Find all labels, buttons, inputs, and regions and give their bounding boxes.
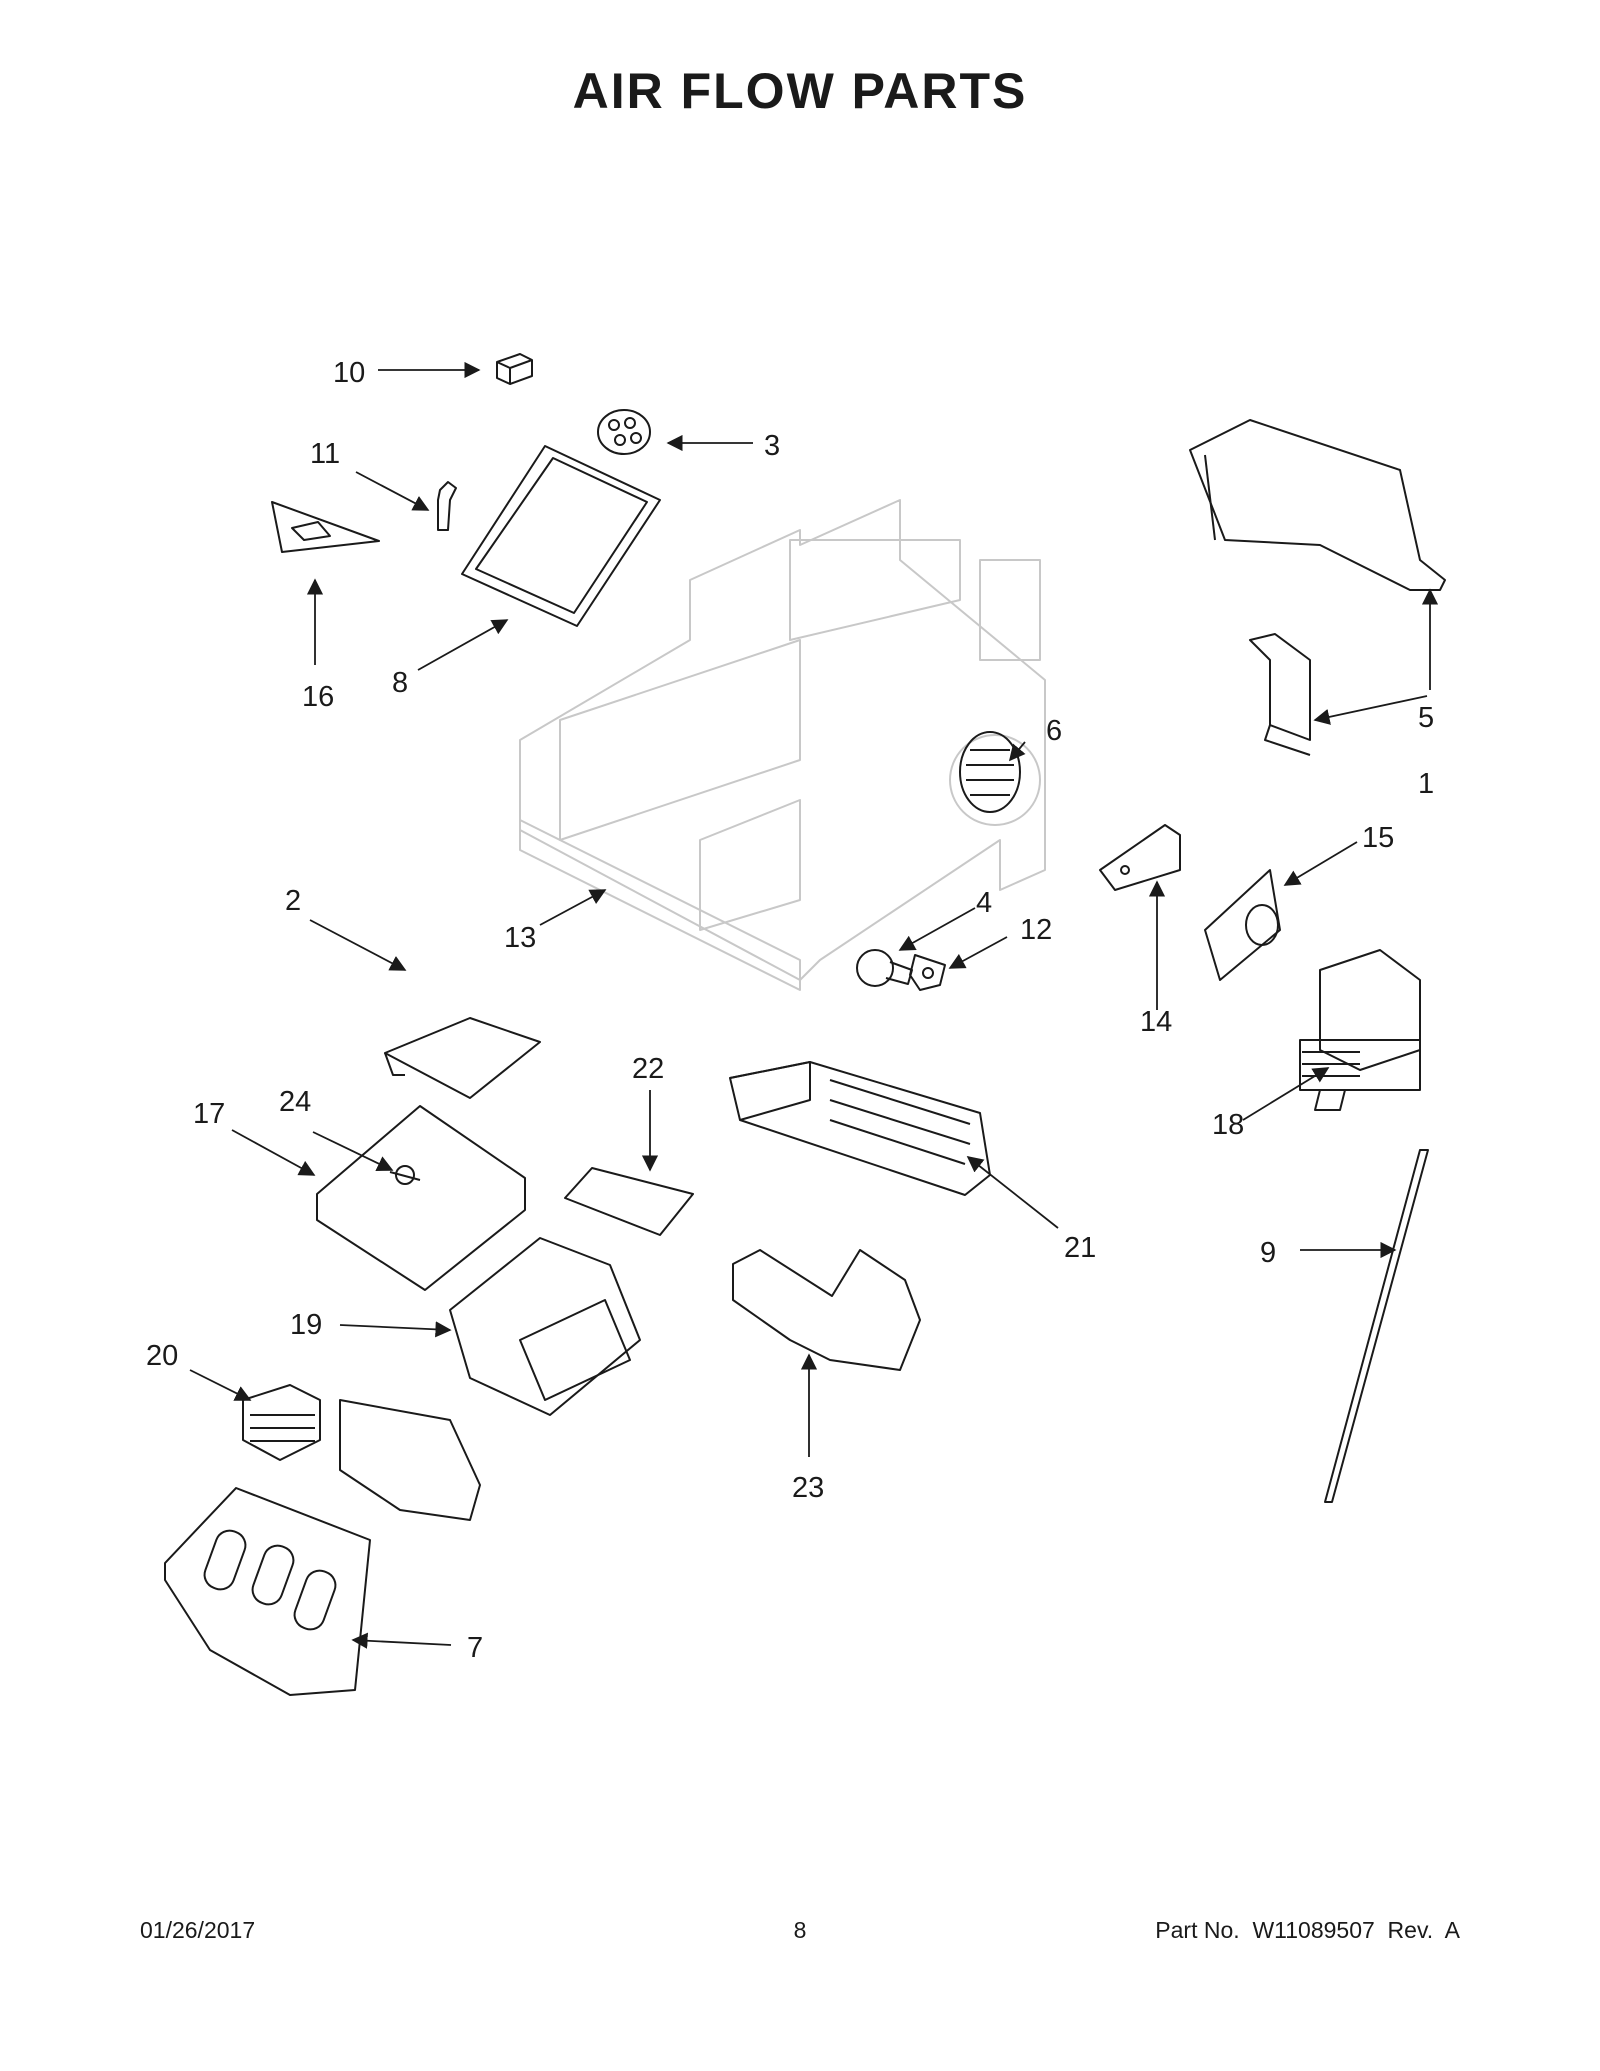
callout-23: 23 xyxy=(792,1472,824,1504)
callout-16: 16 xyxy=(302,681,334,713)
part-22-icon xyxy=(564,1167,694,1236)
part-3-icon xyxy=(597,409,651,455)
part-20-icon xyxy=(242,1384,481,1521)
part-11-icon xyxy=(437,481,457,531)
callout-6: 6 xyxy=(1046,715,1062,747)
callout-22: 22 xyxy=(632,1053,664,1085)
callout-15: 15 xyxy=(1362,822,1394,854)
footer-page-number: 8 xyxy=(793,1917,807,1943)
callout-11: 11 xyxy=(310,438,340,470)
footer-part-number: Part No. W11089507 Rev. A xyxy=(1155,1917,1460,1943)
part-1-icon xyxy=(1249,633,1311,756)
part-15-icon xyxy=(1204,869,1281,981)
part-5-icon xyxy=(1189,419,1446,591)
callout-3: 3 xyxy=(764,430,780,462)
callout-21: 21 xyxy=(1064,1232,1096,1264)
callout-19: 19 xyxy=(290,1309,322,1341)
part-8-icon xyxy=(461,445,661,627)
callout-20: 20 xyxy=(146,1340,178,1372)
callout-12: 12 xyxy=(1020,914,1052,946)
callout-4: 4 xyxy=(976,887,992,919)
callout-10: 10 xyxy=(333,357,365,389)
main-housing-ghost xyxy=(519,499,1046,991)
part-16-icon xyxy=(271,501,380,553)
callout-17: 17 xyxy=(193,1098,225,1130)
part-6-icon xyxy=(959,731,1021,813)
part-23-icon xyxy=(732,1249,921,1371)
part-9-icon xyxy=(1324,1149,1429,1503)
leader-lines xyxy=(189,361,1439,1649)
page-title: AIR FLOW PARTS xyxy=(572,63,1028,119)
callout-24: 24 xyxy=(279,1086,311,1118)
part-2-icon xyxy=(384,1017,541,1099)
part-19-icon xyxy=(449,1237,641,1416)
part-4-icon xyxy=(856,949,913,987)
part-18-icon xyxy=(1299,949,1421,1111)
callout-2: 2 xyxy=(285,885,301,917)
callout-1: 1 xyxy=(1418,768,1434,800)
part-17-icon xyxy=(316,1105,526,1291)
part-21-icon xyxy=(729,1061,991,1196)
part-14-icon xyxy=(1099,824,1181,891)
callout-18: 18 xyxy=(1212,1109,1244,1141)
callout-5: 5 xyxy=(1418,702,1434,734)
callout-9: 9 xyxy=(1260,1237,1276,1269)
callout-labels: 10 3 11 16 8 5 1 6 15 14 4 12 13 2 18 21… xyxy=(146,357,1434,1664)
callout-14: 14 xyxy=(1140,1006,1172,1038)
part-24-icon xyxy=(389,1165,421,1185)
callout-7: 7 xyxy=(467,1632,483,1664)
part-10-icon xyxy=(496,353,533,385)
callout-8: 8 xyxy=(392,667,408,699)
footer-date: 01/26/2017 xyxy=(140,1917,256,1943)
part-7-icon xyxy=(164,1487,371,1696)
part-12-icon xyxy=(909,954,946,991)
callout-13: 13 xyxy=(504,922,536,954)
